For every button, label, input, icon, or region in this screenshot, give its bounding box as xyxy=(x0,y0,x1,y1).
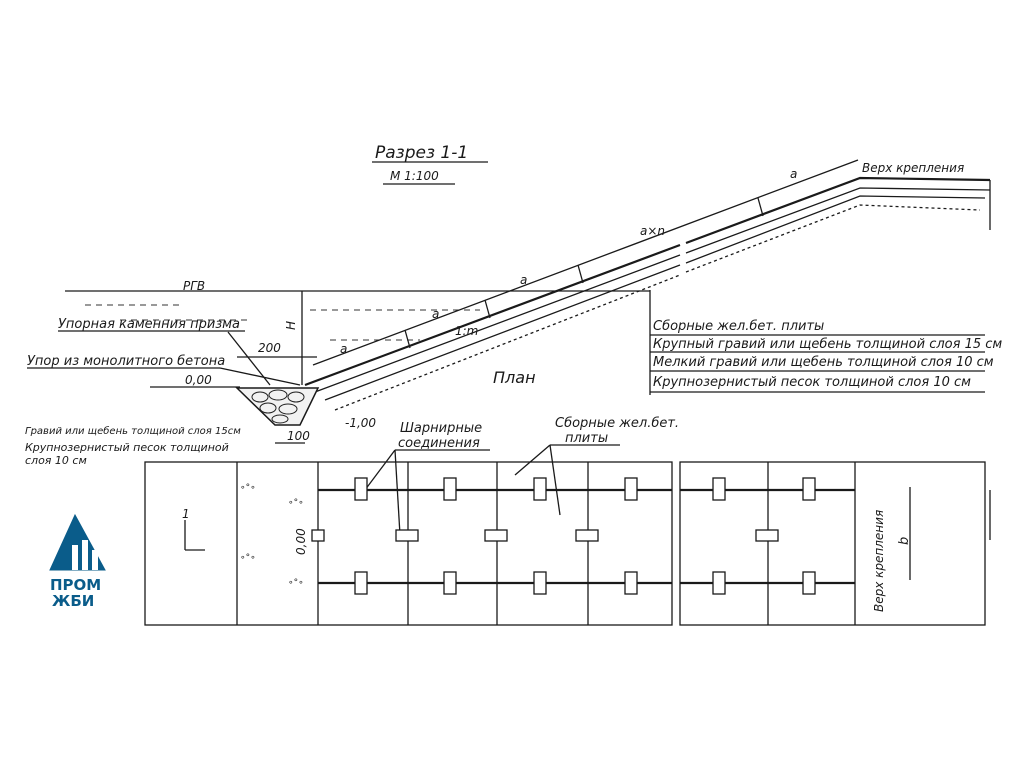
callout-prism: Упорная каменния призма xyxy=(58,317,240,332)
svg-text:∘°∘: ∘°∘ xyxy=(288,578,304,588)
logo-line-2: ЖБИ xyxy=(52,592,94,610)
slabs-label-2: плиты xyxy=(565,431,608,446)
dim-a-2: a xyxy=(432,307,439,321)
section-title: Разрез 1-1 xyxy=(375,143,468,163)
legend-item: Крупный гравий или щебень толщиной слоя … xyxy=(653,337,1002,352)
callout-sand-2: слоя 10 см xyxy=(25,454,87,467)
height-dim: H xyxy=(284,321,298,330)
callout-stop: Упор из монолитного бетона xyxy=(27,354,225,369)
section-scale: М 1:100 xyxy=(390,169,439,183)
top-of-lining-label: Верх крепления xyxy=(862,161,964,175)
logo-line-1: ПРОМ xyxy=(50,576,101,594)
legend-item: Сборные жел.бет. плиты xyxy=(653,319,824,334)
slabs-label-1: Сборные жел.бет. xyxy=(555,416,679,431)
width-top: 200 xyxy=(258,341,281,355)
svg-text:∘°∘: ∘°∘ xyxy=(288,498,304,508)
callout-sand-1: Крупнозернистый песок толщиной xyxy=(25,441,229,454)
plan-view: ∘°∘ ∘°∘ ∘°∘ ∘°∘ xyxy=(144,461,991,626)
level-minus: -1,00 xyxy=(345,416,376,430)
dim-a-n: a×n xyxy=(640,224,665,238)
slab-layer xyxy=(304,243,681,387)
legend-item: Мелкий гравий или щебень толщиной слоя 1… xyxy=(653,355,994,370)
joints-label-2: соединения xyxy=(398,436,480,451)
company-logo: ПРОМ ЖБИ xyxy=(49,513,106,610)
dim-a-1: a xyxy=(340,342,347,356)
plan-title: План xyxy=(493,368,536,387)
level-zero: 0,00 xyxy=(185,373,212,387)
legend-item: Крупнозернистый песок толщиной слоя 10 с… xyxy=(653,375,971,390)
svg-text:∘°∘: ∘°∘ xyxy=(240,553,256,563)
callout-gravel: Гравий или щебень толщиной слоя 15см xyxy=(25,425,241,437)
layer-legend: Сборные жел.бет. плиты Крупный гравий ил… xyxy=(649,290,1002,395)
section-mark: 1 xyxy=(182,507,190,521)
stone-prism xyxy=(235,387,320,426)
plan-dim-b: b xyxy=(897,537,912,545)
dim-a-3: a xyxy=(520,273,527,287)
dim-a-4: a xyxy=(790,167,797,181)
joints-label-1: Шарнирные xyxy=(400,421,482,436)
slope-ratio: 1:m xyxy=(455,324,478,338)
water-level-label: РГВ xyxy=(183,279,205,293)
plan-top-of-lining: Верх крепления xyxy=(872,510,886,612)
svg-text:∘°∘: ∘°∘ xyxy=(240,483,256,493)
plan-level: 0,00 xyxy=(294,528,308,555)
width-bottom: 100 xyxy=(287,429,310,443)
